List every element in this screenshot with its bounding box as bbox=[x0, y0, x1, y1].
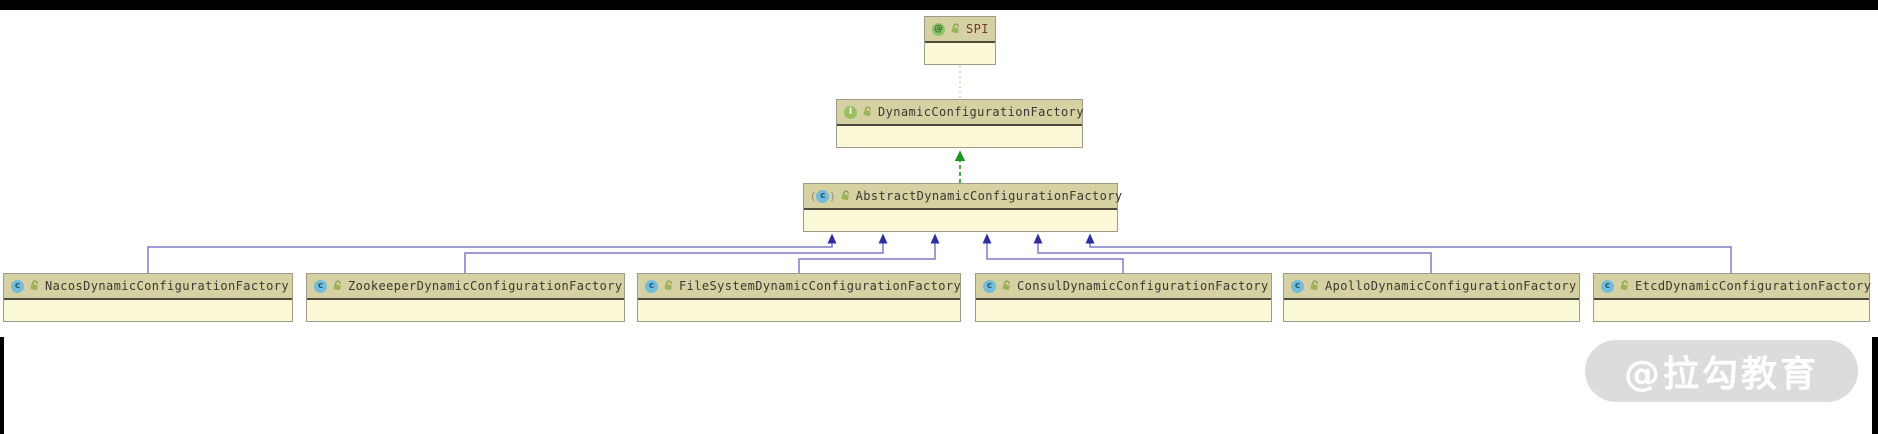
letterbox-left-bar bbox=[0, 337, 4, 434]
extends-edge-filesystem bbox=[798, 243, 936, 273]
extends-arrowhead bbox=[1085, 233, 1095, 244]
node-header: c FileSystemDynamicConfigurationFactory bbox=[638, 274, 962, 300]
node-members-section bbox=[976, 300, 1271, 321]
abstract-class-icon: ( c ) bbox=[811, 189, 835, 203]
node-members-section bbox=[837, 126, 1082, 147]
node-nacos-dynamic-configuration-factory[interactable]: c NacosDynamicConfigurationFactory bbox=[3, 273, 293, 322]
lock-icon bbox=[861, 104, 874, 117]
letterbox-top-bar bbox=[0, 0, 1878, 10]
lock-icon bbox=[331, 278, 344, 291]
node-consul-dynamic-configuration-factory[interactable]: c ConsulDynamicConfigurationFactory bbox=[975, 273, 1272, 322]
node-header: c NacosDynamicConfigurationFactory bbox=[4, 274, 292, 300]
node-members-section bbox=[1594, 300, 1869, 321]
node-name-label: ConsulDynamicConfigurationFactory bbox=[1017, 279, 1269, 293]
extends-arrowhead bbox=[878, 233, 888, 244]
class-icon: c bbox=[11, 279, 24, 293]
extends-arrowhead bbox=[827, 233, 837, 244]
node-members-section bbox=[638, 300, 960, 321]
extends-arrowhead bbox=[982, 233, 992, 244]
node-name-label: ZookeeperDynamicConfigurationFactory bbox=[348, 279, 623, 293]
class-icon: c bbox=[816, 189, 830, 203]
node-dynamic-configuration-factory[interactable]: I DynamicConfigurationFactory bbox=[836, 99, 1083, 148]
class-icon: c bbox=[1601, 279, 1614, 293]
node-name-label: ApolloDynamicConfigurationFactory bbox=[1325, 279, 1577, 293]
node-header: c ZookeeperDynamicConfigurationFactory bbox=[307, 274, 624, 300]
node-header: @ SPI bbox=[925, 17, 995, 43]
implements-arrowhead bbox=[954, 150, 966, 161]
node-members-section bbox=[307, 300, 624, 321]
extends-edge-zookeeper bbox=[464, 243, 884, 273]
class-icon: c bbox=[1291, 279, 1304, 293]
abstract-paren-close: ) bbox=[830, 189, 835, 203]
node-name-label: DynamicConfigurationFactory bbox=[878, 105, 1084, 119]
class-icon: c bbox=[645, 279, 658, 293]
extends-edge-etcd bbox=[1089, 243, 1732, 273]
node-members-section bbox=[925, 43, 995, 64]
node-members-section bbox=[4, 300, 292, 321]
extends-arrowhead bbox=[930, 233, 940, 244]
interface-icon: I bbox=[844, 105, 857, 119]
node-abstract-dynamic-configuration-factory[interactable]: ( c ) AbstractDynamicConfigurationFactor… bbox=[803, 183, 1122, 232]
node-name-label: SPI bbox=[966, 22, 989, 36]
node-spi[interactable]: @ SPI bbox=[924, 16, 996, 65]
letterbox-right-bar bbox=[1872, 337, 1878, 434]
node-members-section bbox=[1284, 300, 1579, 321]
node-name-label: FileSystemDynamicConfigurationFactory bbox=[679, 279, 962, 293]
annotation-icon: @ bbox=[932, 22, 945, 36]
node-apollo-dynamic-configuration-factory[interactable]: c ApolloDynamicConfigurationFactory bbox=[1283, 273, 1580, 322]
extends-edge-apollo bbox=[1037, 243, 1432, 273]
node-name-label: NacosDynamicConfigurationFactory bbox=[45, 279, 289, 293]
lock-icon bbox=[28, 278, 41, 291]
abstract-paren-open: ( bbox=[811, 189, 816, 203]
node-header: c EtcdDynamicConfigurationFactory bbox=[1594, 274, 1872, 300]
node-header: I DynamicConfigurationFactory bbox=[837, 100, 1084, 126]
watermark-badge: @拉勾教育 bbox=[1585, 340, 1858, 402]
class-icon: c bbox=[314, 279, 327, 293]
node-zookeeper-dynamic-configuration-factory[interactable]: c ZookeeperDynamicConfigurationFactory bbox=[306, 273, 625, 322]
node-header: c ApolloDynamicConfigurationFactory bbox=[1284, 274, 1579, 300]
extends-edge-consul bbox=[986, 243, 1124, 273]
class-icon: c bbox=[983, 279, 996, 293]
node-members-section bbox=[804, 210, 1117, 231]
node-filesystem-dynamic-configuration-factory[interactable]: c FileSystemDynamicConfigurationFactory bbox=[637, 273, 961, 322]
lock-icon bbox=[1308, 278, 1321, 291]
node-name-label: EtcdDynamicConfigurationFactory bbox=[1635, 279, 1872, 293]
lock-icon bbox=[1000, 278, 1013, 291]
lock-icon bbox=[662, 278, 675, 291]
node-header: c ConsulDynamicConfigurationFactory bbox=[976, 274, 1271, 300]
node-header: ( c ) AbstractDynamicConfigurationFactor… bbox=[804, 184, 1122, 210]
node-name-label: AbstractDynamicConfigurationFactory bbox=[855, 189, 1123, 203]
node-etcd-dynamic-configuration-factory[interactable]: c EtcdDynamicConfigurationFactory bbox=[1593, 273, 1872, 322]
extends-arrowhead bbox=[1033, 233, 1043, 244]
lock-icon bbox=[1618, 278, 1631, 291]
lock-icon bbox=[839, 188, 852, 201]
watermark-text: @拉勾教育 bbox=[1623, 354, 1819, 395]
extends-edge-nacos bbox=[147, 243, 833, 273]
lock-icon bbox=[949, 21, 962, 34]
